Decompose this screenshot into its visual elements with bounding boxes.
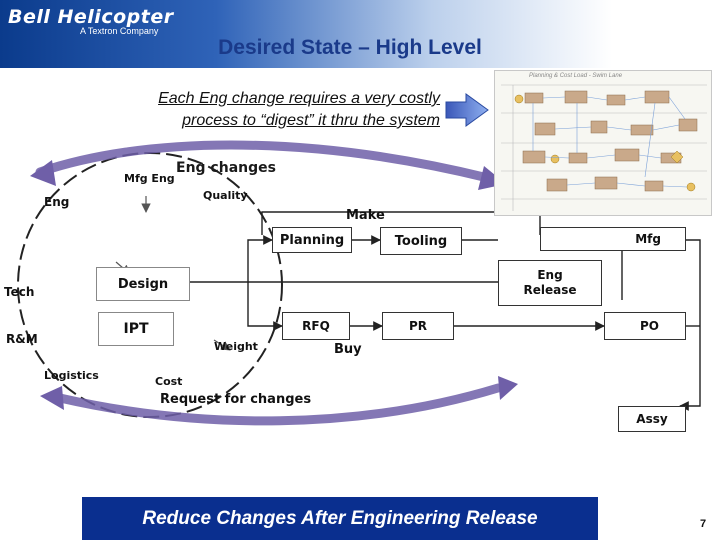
thumbnail-caption: Planning & Cost Load - Swim Lane <box>529 73 623 79</box>
label-logistics: Logistics <box>44 369 99 382</box>
pr-box: PR <box>382 312 454 340</box>
tooling-box: Tooling <box>380 227 462 255</box>
label-buy: Buy <box>334 342 362 357</box>
request-for-changes-arrow <box>55 383 503 426</box>
ipt-box: IPT <box>98 312 174 346</box>
label-weight: Weight <box>214 340 258 353</box>
label-eng-changes: Eng changes <box>176 160 276 176</box>
logo-subtitle: A Textron Company <box>80 26 159 36</box>
label-tech: Tech <box>4 285 35 299</box>
planning-box: Planning <box>272 227 352 253</box>
process-swimlane-thumbnail: Planning & Cost Load - Swim Lane <box>494 70 712 216</box>
eng-changes-arrow <box>35 140 493 183</box>
design-box: Design <box>96 267 190 301</box>
label-rnm: R&M <box>6 332 38 346</box>
mfg-box: Mfg <box>540 227 686 251</box>
swimlane-graphic <box>501 84 707 211</box>
logo-text: Bell Helicopter <box>8 6 174 28</box>
slide-title: Desired State – High Level <box>218 36 482 59</box>
label-mfg-eng: Mfg Eng <box>124 172 175 185</box>
rfq-box: RFQ <box>282 312 350 340</box>
cost-note: Each Eng change requires a very costly p… <box>60 88 440 132</box>
label-make: Make <box>346 208 385 223</box>
page-number: 7 <box>700 518 707 530</box>
note-line-1: Each Eng change requires a very costly <box>158 90 440 107</box>
label-request-for-changes: Request for changes <box>160 392 312 407</box>
label-quality: Quality <box>203 189 248 202</box>
label-cost: Cost <box>155 375 183 388</box>
note-line-2: process to “digest” it thru the system <box>182 112 440 129</box>
label-eng: Eng <box>44 195 70 209</box>
eng-release-box: Eng Release <box>498 260 602 306</box>
footer-banner: Reduce Changes After Engineering Release <box>82 497 598 540</box>
company-logo: Bell Helicopter A Textron Company <box>8 6 174 36</box>
po-box: PO <box>604 312 686 340</box>
header-band: Bell Helicopter A Textron Company <box>0 0 720 68</box>
right-block-arrow <box>445 93 489 127</box>
assy-box: Assy <box>618 406 686 432</box>
